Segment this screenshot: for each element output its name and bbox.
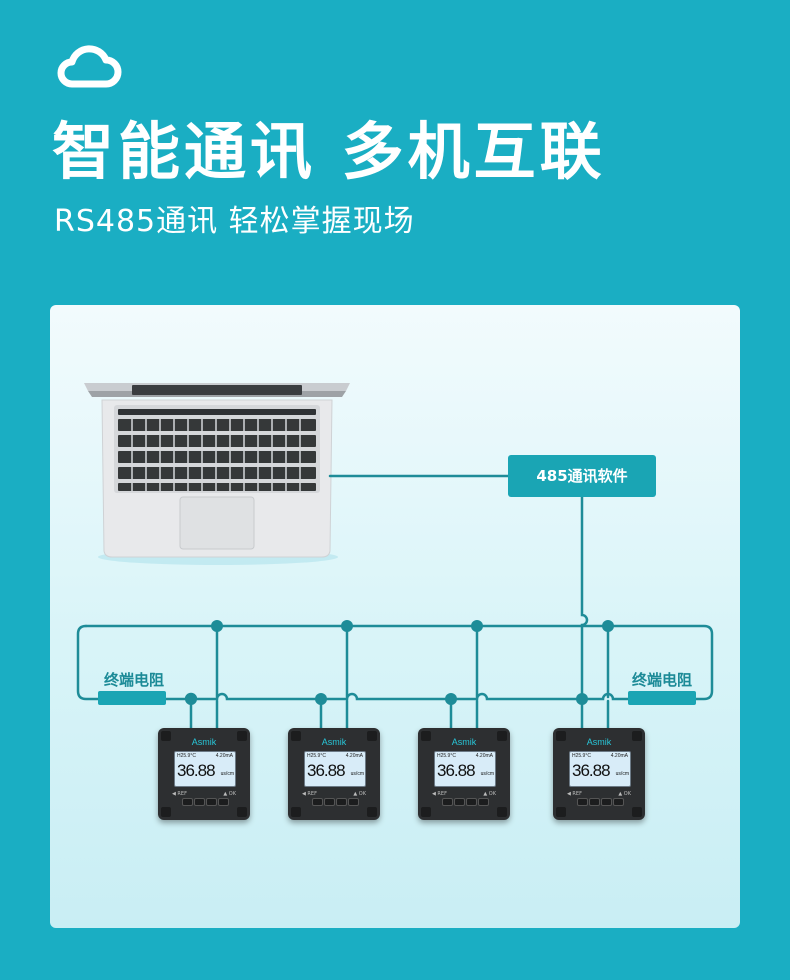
- device-key-right-label: ▲ OK: [223, 791, 236, 797]
- device-button: [324, 798, 335, 806]
- software-label: 485通讯软件: [508, 455, 656, 497]
- device-screen: H25.9°C 4.20mA 36.88 us/cm: [174, 751, 236, 787]
- device-brand: Asmik: [451, 737, 477, 747]
- network-wiring: [76, 383, 714, 732]
- device-button: [613, 798, 624, 806]
- device-brand: Asmik: [191, 737, 217, 747]
- meter-device-2: Asmik H25.9°C 4.20mA 36.88 us/cm ◀ REF ▲…: [288, 728, 380, 820]
- device-value: 36.88: [437, 761, 476, 780]
- device-button: [466, 798, 477, 806]
- device-brand: Asmik: [321, 737, 347, 747]
- terminal-resistor-left: [98, 691, 166, 705]
- keyboard: [118, 409, 316, 491]
- device-button: [336, 798, 347, 806]
- device-unit: us/cm: [220, 771, 234, 777]
- meter-device-3: Asmik H25.9°C 4.20mA 36.88 us/cm ◀ REF ▲…: [418, 728, 510, 820]
- device-button: [454, 798, 465, 806]
- device-value: 36.88: [307, 761, 346, 780]
- device-key-right-label: ▲ OK: [353, 791, 366, 797]
- device-button: [442, 798, 453, 806]
- device-button: [312, 798, 323, 806]
- device-key-right-label: ▲ OK: [483, 791, 496, 797]
- network-diagram-panel: 485通讯软件 终端电阻 终端电阻 Asmik H25.9°C 4.20mA 3…: [50, 305, 740, 928]
- device-screen: H25.9°C 4.20mA 36.88 us/cm: [304, 751, 366, 787]
- meter-device-4: Asmik H25.9°C 4.20mA 36.88 us/cm ◀ REF ▲…: [553, 728, 645, 820]
- device-key-left-label: ◀ REF: [432, 791, 447, 797]
- page-title: 智能通讯 多机互联: [52, 115, 606, 188]
- device-screen: H25.9°C 4.20mA 36.88 us/cm: [569, 751, 631, 787]
- device-keypad: ◀ REF ▲ OK: [172, 791, 236, 806]
- cloud-icon: [57, 45, 122, 88]
- device-brand: Asmik: [586, 737, 612, 747]
- device-button: [478, 798, 489, 806]
- terminal-resistor-left-label: 终端电阻: [104, 671, 165, 689]
- device-temp: H25.9°C: [572, 753, 591, 759]
- device-unit: us/cm: [480, 771, 494, 777]
- laptop-illustration: [84, 383, 350, 565]
- device-temp: H25.9°C: [437, 753, 456, 759]
- terminal-resistor-right-label: 终端电阻: [632, 671, 693, 689]
- meter-device-1: Asmik H25.9°C 4.20mA 36.88 us/cm ◀ REF ▲…: [158, 728, 250, 820]
- device-button: [348, 798, 359, 806]
- device-current: 4.20mA: [475, 753, 493, 759]
- device-current: 4.20mA: [345, 753, 363, 759]
- device-button: [589, 798, 600, 806]
- device-unit: us/cm: [615, 771, 629, 777]
- device-key-left-label: ◀ REF: [172, 791, 187, 797]
- device-keypad: ◀ REF ▲ OK: [302, 791, 366, 806]
- device-button: [218, 798, 229, 806]
- device-unit: us/cm: [350, 771, 364, 777]
- device-keypad: ◀ REF ▲ OK: [432, 791, 496, 806]
- device-button: [206, 798, 217, 806]
- device-screen: H25.9°C 4.20mA 36.88 us/cm: [434, 751, 496, 787]
- device-key-left-label: ◀ REF: [567, 791, 582, 797]
- terminal-resistor-right: [628, 691, 696, 705]
- device-temp: H25.9°C: [307, 753, 326, 759]
- bus-junctions: [185, 620, 614, 705]
- device-button: [601, 798, 612, 806]
- device-current: 4.20mA: [215, 753, 233, 759]
- device-key-left-label: ◀ REF: [302, 791, 317, 797]
- device-value: 36.88: [177, 761, 216, 780]
- trackpad: [179, 496, 255, 550]
- device-keypad: ◀ REF ▲ OK: [567, 791, 631, 806]
- device-temp: H25.9°C: [177, 753, 196, 759]
- device-button: [194, 798, 205, 806]
- device-button: [182, 798, 193, 806]
- device-value: 36.88: [572, 761, 611, 780]
- device-current: 4.20mA: [610, 753, 628, 759]
- device-button: [577, 798, 588, 806]
- device-key-right-label: ▲ OK: [618, 791, 631, 797]
- page-subtitle: RS485通讯 轻松掌握现场: [54, 204, 415, 239]
